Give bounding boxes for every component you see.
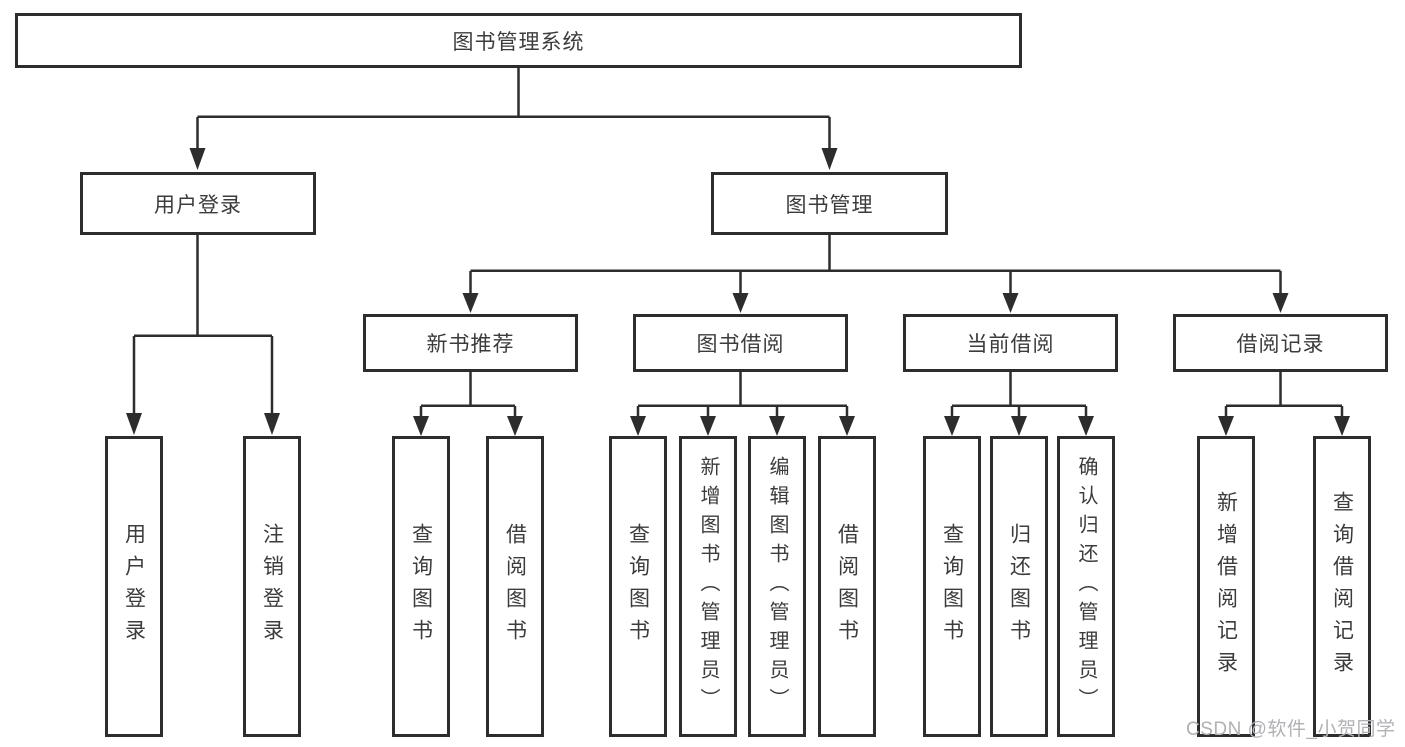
connector-bookmgmt-to-level3	[469, 235, 1282, 295]
leaf-label: 用户登录	[122, 522, 146, 651]
connector-newbook-to-leaves	[419, 372, 517, 419]
node-label: 图书借阅	[696, 333, 785, 356]
node-book-management-system: 图书管理系统	[15, 13, 1022, 68]
leaf-label: 编辑图书（管理员）	[766, 456, 788, 717]
leaf-confirm-return-admin: 确认归还（管理员）	[1057, 436, 1115, 737]
connector-root-to-level2	[196, 68, 831, 150]
node-label: 借阅记录	[1236, 333, 1325, 356]
node-book-management: 图书管理	[711, 172, 948, 235]
leaf-label: 确认归还（管理员）	[1075, 456, 1097, 717]
node-borrowing-records: 借阅记录	[1173, 314, 1388, 372]
leaf-user-login: 用户登录	[105, 436, 163, 737]
node-user-login: 用户登录	[80, 172, 316, 235]
leaf-query-books-3: 查询图书	[923, 436, 981, 737]
node-book-borrowing: 图书借阅	[633, 314, 848, 372]
leaf-label: 查询图书	[409, 522, 433, 651]
leaf-query-books-2: 查询图书	[609, 436, 667, 737]
node-current-borrowing: 当前借阅	[903, 314, 1118, 372]
leaf-label: 查询借阅记录	[1330, 490, 1354, 683]
leaf-borrow-books-2: 借阅图书	[818, 436, 876, 737]
leaf-query-books-1: 查询图书	[392, 436, 450, 737]
node-label: 当前借阅	[966, 333, 1055, 356]
leaf-label: 新增借阅记录	[1214, 490, 1238, 683]
leaf-borrow-books-1: 借阅图书	[486, 436, 544, 737]
leaf-edit-book-admin: 编辑图书（管理员）	[748, 436, 806, 737]
connector-bookborrow-to-leaves	[636, 372, 849, 419]
leaf-query-borrow-record: 查询借阅记录	[1313, 436, 1371, 737]
leaf-label: 借阅图书	[835, 522, 859, 651]
leaf-label: 归还图书	[1007, 522, 1031, 651]
leaf-logout: 注销登录	[243, 436, 301, 737]
csdn-watermark: CSDN @软件_小贺同学	[1186, 719, 1396, 740]
node-label: 图书管理系统	[452, 30, 585, 54]
node-label: 新书推荐	[426, 333, 515, 356]
leaf-add-book-admin: 新增图书（管理员）	[679, 436, 737, 737]
leaf-add-borrow-record: 新增借阅记录	[1197, 436, 1255, 737]
connector-userlogin-to-leaves	[132, 235, 274, 415]
connector-curborrow-to-leaves	[950, 372, 1088, 419]
leaf-return-books: 归还图书	[990, 436, 1048, 737]
leaf-label: 注销登录	[260, 522, 284, 651]
leaf-label: 新增图书（管理员）	[697, 456, 719, 717]
leaf-label: 借阅图书	[503, 522, 527, 651]
arrowheads	[126, 148, 1350, 436]
leaf-label: 查询图书	[940, 522, 964, 651]
node-label: 图书管理	[785, 193, 874, 217]
leaf-label: 查询图书	[626, 522, 650, 651]
node-label: 用户登录	[154, 193, 242, 217]
node-new-book-recommendation: 新书推荐	[363, 314, 578, 372]
connector-records-to-leaves	[1224, 372, 1344, 419]
